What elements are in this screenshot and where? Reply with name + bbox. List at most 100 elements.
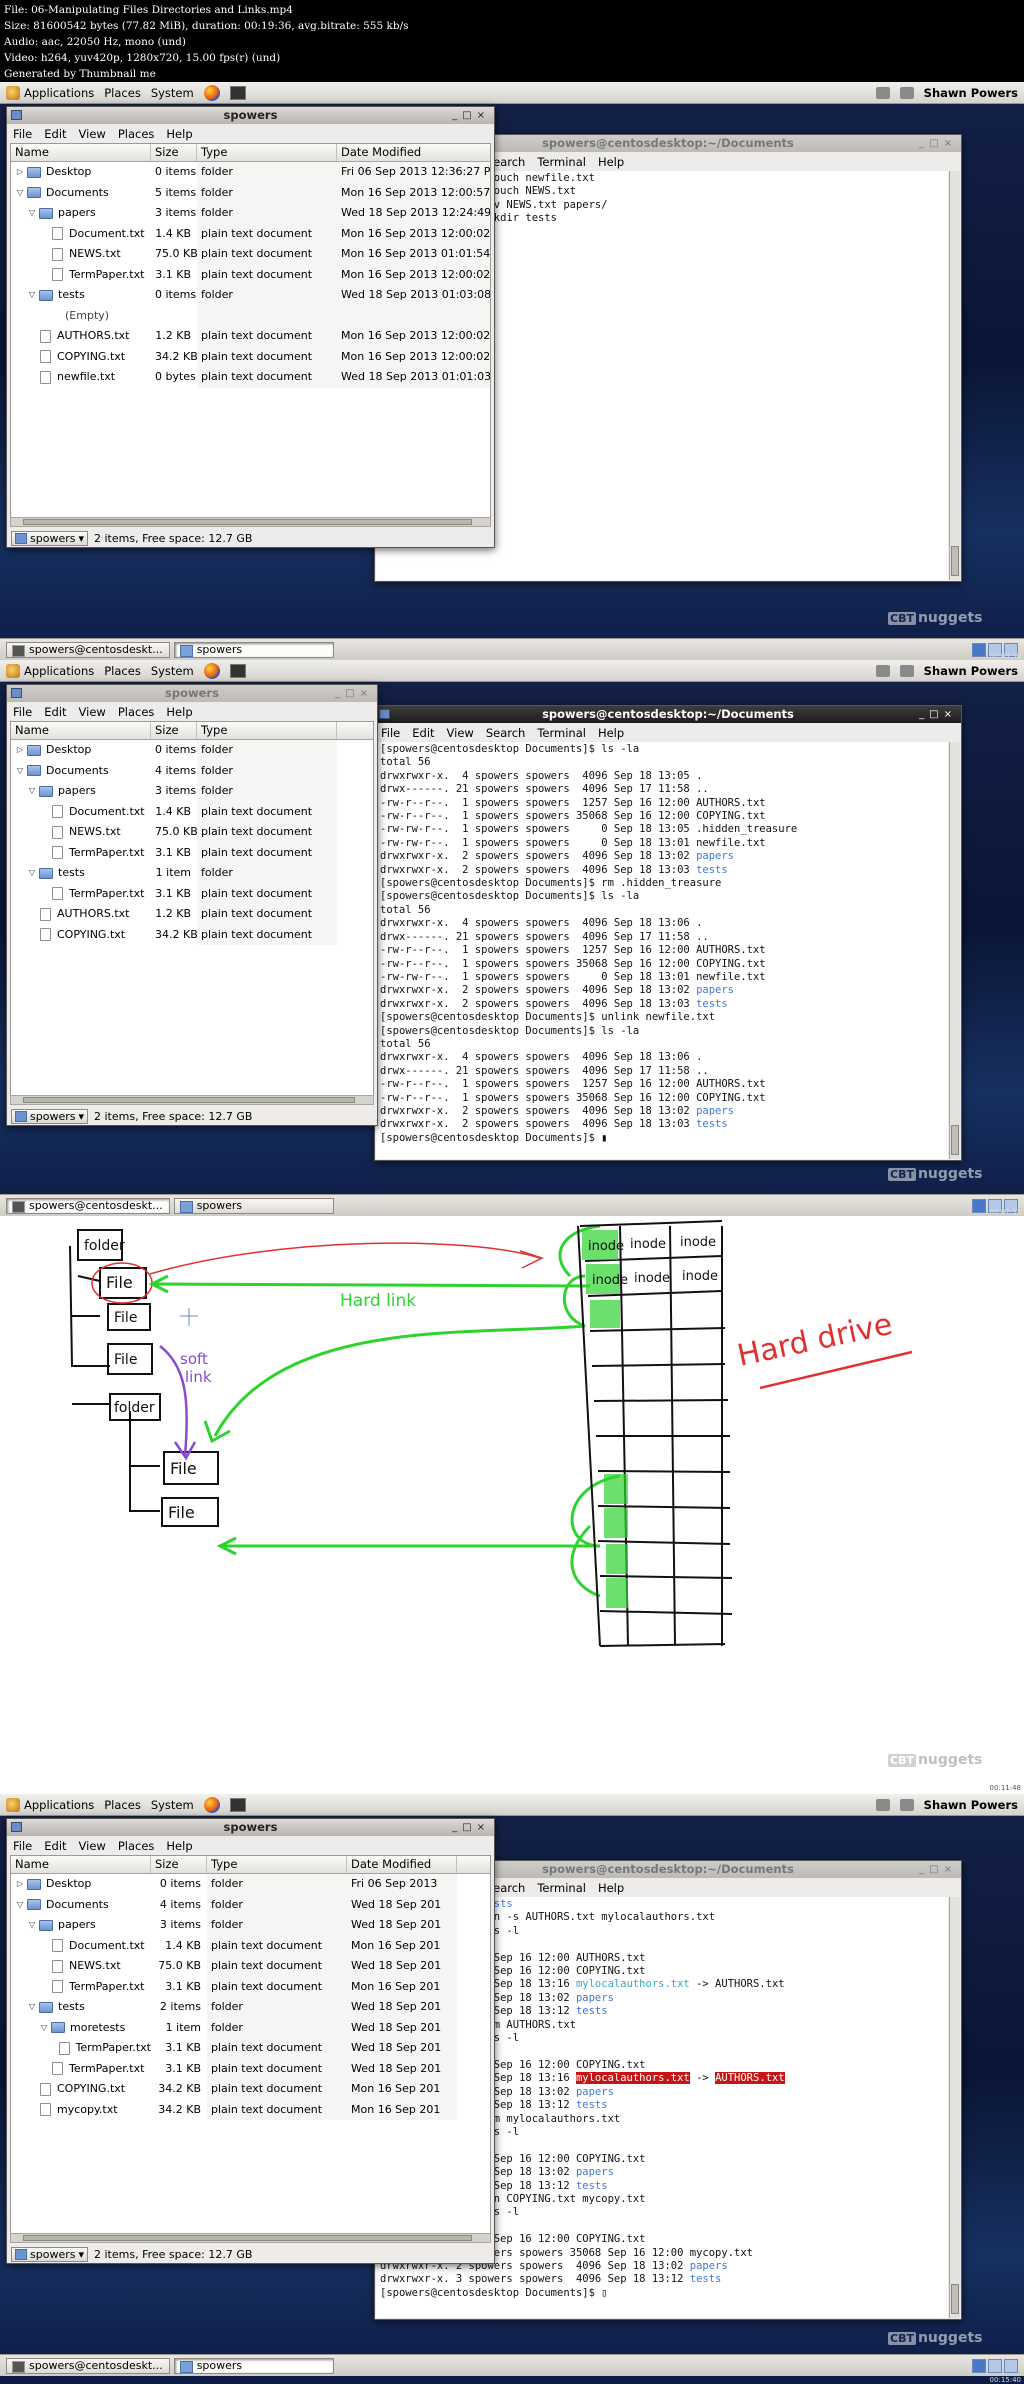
- horizontal-scrollbar[interactable]: [10, 1095, 374, 1105]
- column-header-modified[interactable]: Date Modified: [337, 144, 490, 161]
- places-menu[interactable]: Places: [104, 663, 141, 678]
- terminal-menu-terminal[interactable]: Terminal: [537, 1880, 586, 1895]
- expander-icon[interactable]: ▽: [28, 2002, 36, 2011]
- menu-places[interactable]: Places: [117, 126, 155, 141]
- menu-places[interactable]: Places: [117, 1838, 155, 1853]
- applications-menu[interactable]: Applications: [6, 85, 94, 100]
- menu-view[interactable]: View: [78, 126, 106, 141]
- terminal-scrollbar[interactable]: [949, 1897, 960, 2318]
- terminal-launcher-icon[interactable]: [229, 1797, 246, 1812]
- expander-icon[interactable]: ▽: [28, 290, 36, 299]
- terminal-scrollbar[interactable]: [949, 171, 960, 580]
- terminal-menu-terminal[interactable]: Terminal: [537, 725, 586, 740]
- terminal-launcher-icon[interactable]: [229, 85, 246, 100]
- column-header-name[interactable]: Name: [11, 722, 151, 739]
- expander-icon[interactable]: ▷: [16, 167, 24, 176]
- expander-icon[interactable]: ▽: [28, 1920, 36, 1929]
- file-manager-title-bar[interactable]: spowers_□×: [7, 107, 494, 124]
- firefox-icon[interactable]: [203, 84, 220, 101]
- menu-help[interactable]: Help: [166, 704, 193, 719]
- location-combo[interactable]: spowers▾: [11, 2246, 88, 2262]
- column-header-type[interactable]: Type: [197, 144, 337, 161]
- workspace-switcher[interactable]: [972, 642, 1018, 657]
- horizontal-scrollbar[interactable]: [10, 517, 491, 527]
- terminal-title-bar[interactable]: spowers@centosdesktop:~/Documents_□×: [375, 135, 961, 152]
- column-header-type[interactable]: Type: [197, 722, 337, 739]
- menu-edit[interactable]: Edit: [44, 126, 67, 141]
- workspace-1[interactable]: [972, 2358, 986, 2373]
- scrollbar-thumb[interactable]: [23, 519, 472, 525]
- file-row[interactable]: (Empty): [11, 305, 490, 326]
- system-menu[interactable]: System: [150, 85, 194, 100]
- column-header-name[interactable]: Name: [11, 144, 151, 161]
- terminal-menu-help[interactable]: Help: [597, 1880, 625, 1895]
- terminal-menu-search[interactable]: Search: [485, 725, 526, 740]
- column-header-size[interactable]: Size: [151, 144, 197, 161]
- expander-icon[interactable]: ▽: [28, 208, 36, 217]
- column-header-type[interactable]: Type: [207, 1856, 347, 1873]
- volume-icon[interactable]: [875, 86, 890, 99]
- menu-file[interactable]: File: [13, 126, 33, 141]
- user-name[interactable]: Shawn Powers: [923, 1797, 1018, 1812]
- volume-icon[interactable]: [875, 664, 890, 677]
- horizontal-scrollbar[interactable]: [10, 2233, 491, 2243]
- column-header-size[interactable]: Size: [151, 1856, 207, 1873]
- menu-file[interactable]: File: [13, 704, 33, 719]
- terminal-menu-help[interactable]: Help: [597, 725, 625, 740]
- taskbar-terminal-button[interactable]: spowers@centosdeskt...: [6, 2357, 170, 2374]
- firefox-icon[interactable]: [203, 662, 220, 679]
- expander-icon[interactable]: ▽: [28, 868, 36, 877]
- column-header-modified[interactable]: Date Modified: [347, 1856, 457, 1873]
- column-header-name[interactable]: Name: [11, 1856, 151, 1873]
- taskbar-files-button[interactable]: spowers: [173, 641, 334, 658]
- workspace-2[interactable]: [988, 2358, 1002, 2373]
- window-controls[interactable]: _□×: [452, 1822, 490, 1833]
- scrollbar-thumb[interactable]: [23, 1097, 355, 1103]
- scrollbar-thumb[interactable]: [951, 1125, 959, 1155]
- workspace-1[interactable]: [972, 642, 986, 657]
- network-icon[interactable]: [899, 86, 914, 99]
- places-menu[interactable]: Places: [104, 85, 141, 100]
- taskbar-terminal-button[interactable]: spowers@centosdeskt...: [6, 641, 170, 658]
- window-controls[interactable]: _□×: [919, 138, 957, 149]
- menu-help[interactable]: Help: [166, 126, 193, 141]
- menu-edit[interactable]: Edit: [44, 1838, 67, 1853]
- workspace-3[interactable]: [1004, 642, 1018, 657]
- network-icon[interactable]: [899, 1798, 914, 1811]
- menu-view[interactable]: View: [78, 704, 106, 719]
- workspace-2[interactable]: [988, 1198, 1002, 1213]
- window-controls[interactable]: _□×: [919, 709, 957, 720]
- taskbar-terminal-button[interactable]: spowers@centosdeskt...: [6, 1197, 170, 1214]
- system-menu[interactable]: System: [150, 1797, 194, 1812]
- expander-icon[interactable]: ▽: [16, 765, 24, 775]
- user-name[interactable]: Shawn Powers: [923, 663, 1018, 678]
- menu-edit[interactable]: Edit: [44, 704, 67, 719]
- workspace-2[interactable]: [988, 642, 1002, 657]
- scrollbar-thumb[interactable]: [23, 2235, 472, 2241]
- expander-icon[interactable]: ▽: [28, 786, 36, 795]
- menu-view[interactable]: View: [78, 1838, 106, 1853]
- workspace-3[interactable]: [1004, 1198, 1018, 1213]
